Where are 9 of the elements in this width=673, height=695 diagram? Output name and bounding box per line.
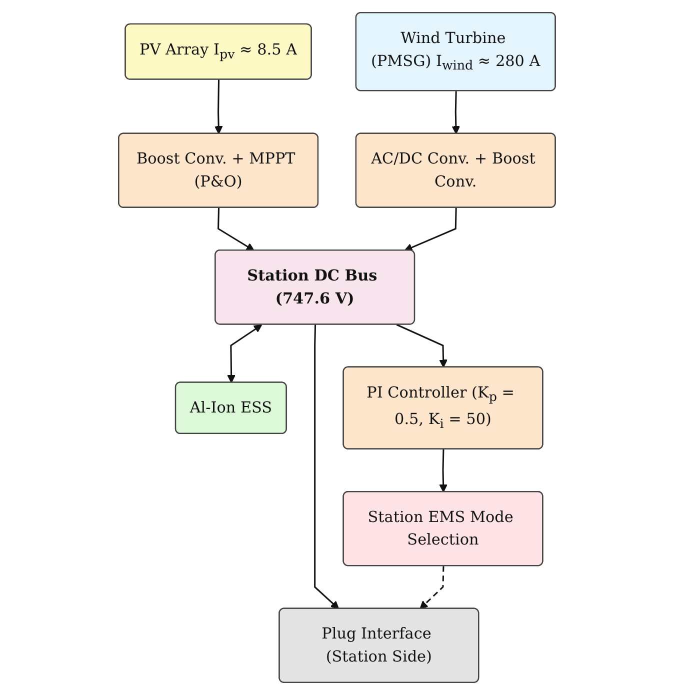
arrow [419, 566, 444, 610]
arrow [314, 324, 339, 610]
arrow [404, 208, 456, 252]
arrow [396, 324, 448, 368]
arrow [214, 80, 222, 134]
arrow [226, 324, 262, 384]
arrow [438, 449, 448, 492]
arrow [451, 91, 460, 134]
arrow [217, 208, 254, 251]
